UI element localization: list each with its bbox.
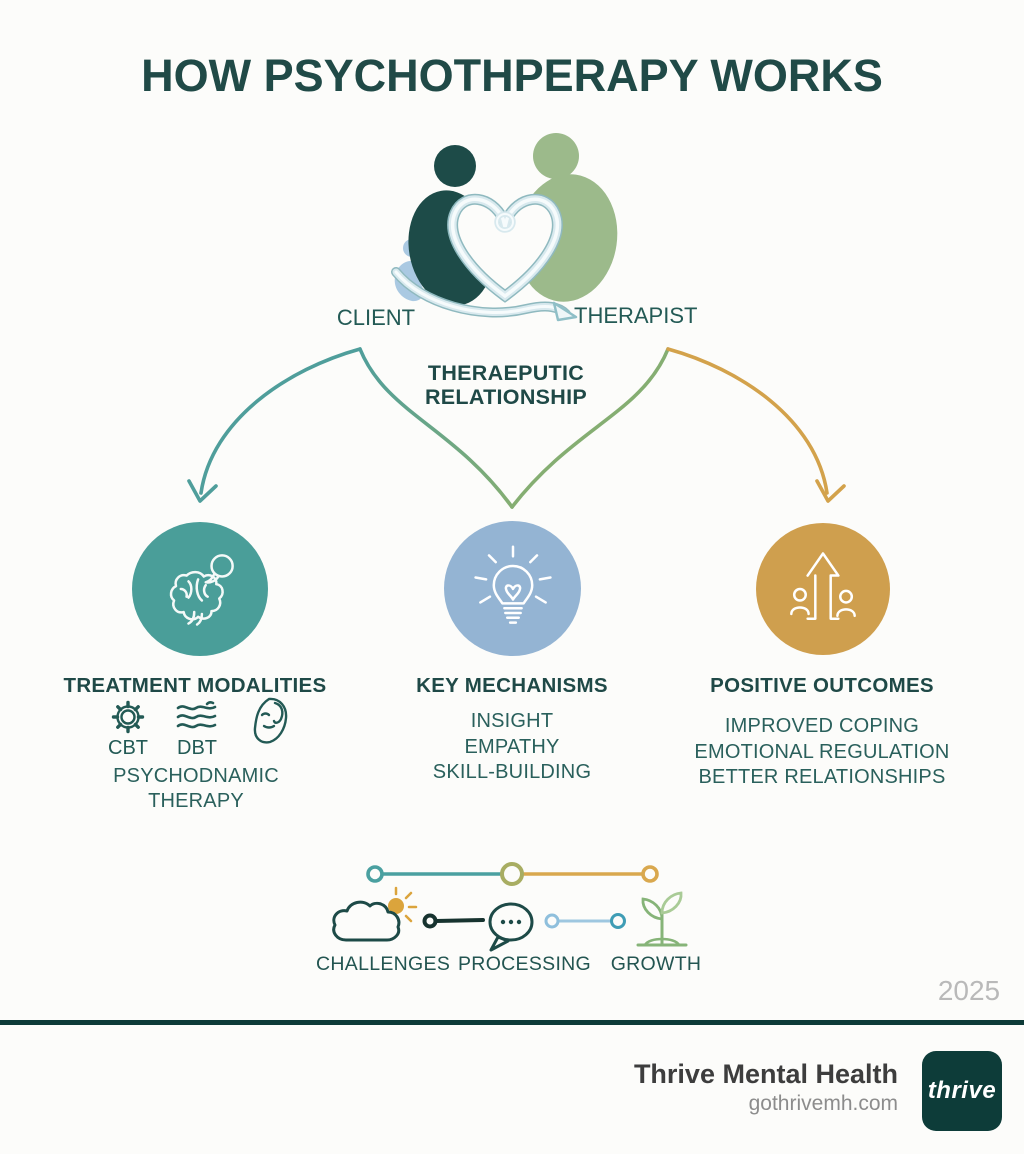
positive-outcomes-items: IMPROVED COPING EMOTIONAL REGULATION BET… [680,714,964,791]
company-name: Thrive Mental Health [633,1059,898,1089]
ribbon-arrow-icon [391,267,578,322]
branch-arrows [187,347,846,509]
arrow-to-treatment [199,347,362,495]
cbt-label: CBT [108,737,148,759]
client-therapist-heart-logo [391,133,618,322]
treatment-modalities-heading: TREATMENT MODALITIES [63,674,327,697]
list-item: BETTER RELATIONSHIPS [698,766,946,788]
list-item: EMPATHY [464,735,560,758]
timeline-bar [366,862,659,886]
lightbulb-icon [473,545,552,624]
list-item: SKILL-BUILDING [432,761,592,783]
timeline-label-challenges: CHALLENGES [316,953,451,975]
sprout-icon [636,891,688,947]
key-mechanisms-circle [444,521,581,656]
cloud-sun-icon [332,886,418,942]
dbt-label: DBT [177,737,217,759]
therapeutic-relationship-label: THERAEPUTIC RELATIONSHIP [424,361,588,409]
year-label: 2025 [937,975,1001,1006]
heart-ribbon-icon [447,193,563,303]
positive-outcomes-heading: POSITIVE OUTCOMES [710,674,934,697]
brain-speech-icon [169,554,234,626]
face-icon [253,697,288,744]
arrow-to-mechanisms-right [510,347,670,509]
arrow-to-outcomes-head [815,479,846,503]
list-item: EMOTIONAL REGULATION [694,740,950,763]
timeline-label-growth: GROWTH [610,953,702,975]
key-mechanisms-heading: KEY MECHANISMS [416,674,608,697]
list-item: IMPROVED COPING [724,715,920,737]
waves-icon [176,701,217,729]
treatment-modalities-circle [132,522,268,656]
page-title: HOW PSYCHOTHPERAPY WORKS [141,50,883,101]
client-label: CLIENT [336,305,416,330]
therapist-label: THERAPIST [574,303,698,328]
thrive-logo: thrive [922,1051,1002,1131]
arrow-to-outcomes [666,347,829,495]
psychodynamic-item-icon [246,696,294,746]
list-item: INSIGHT [470,710,554,732]
dbt-item: DBT [168,699,226,760]
connector-line-dark [422,913,485,929]
growth-arrow-icon [790,552,856,621]
arrow-to-treatment-head [187,479,218,503]
company-website: gothrivemh.com [748,1092,898,1115]
arrow-to-mechanisms-left [358,347,514,509]
key-mechanisms-items: INSIGHT EMPATHY SKILL-BUILDING [396,709,628,786]
footer-text-block: Thrive Mental Health gothrivemh.com [634,1059,898,1116]
speech-bubble-icon [488,902,534,952]
positive-outcomes-circle [756,523,890,655]
footer-divider [0,1020,1024,1025]
gear-icon [111,700,145,734]
thrive-logo-text: thrive [927,1077,997,1104]
timeline-label-processing: PROCESSING [458,953,592,975]
cbt-item: CBT [102,699,154,760]
psychodynamic-label: PSYCHODNAMIC THERAPY [113,765,279,812]
journey-timeline [332,862,688,952]
connector-line-light [544,913,626,929]
